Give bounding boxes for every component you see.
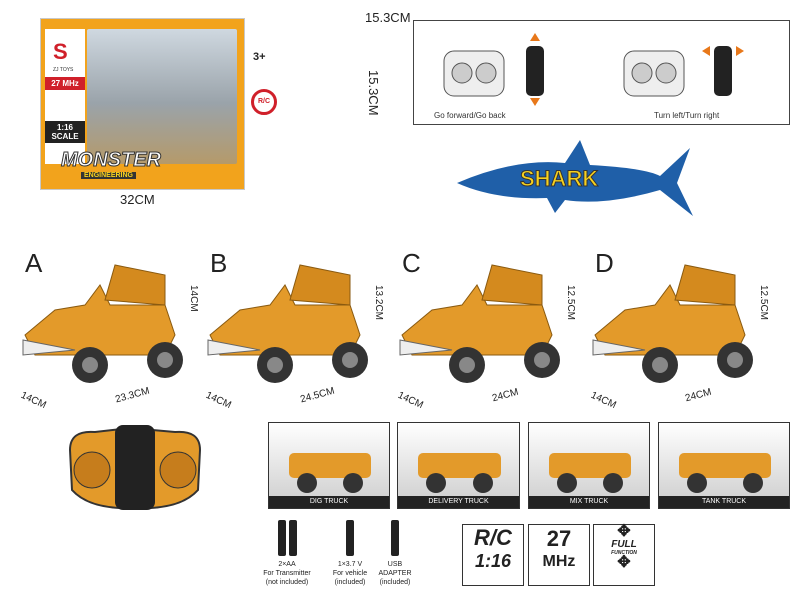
box-window-truck-image bbox=[87, 29, 237, 164]
freq-text: 27 bbox=[546, 526, 572, 551]
mode-card: DELIVERY TRUCK bbox=[397, 422, 520, 509]
mode-truck-image bbox=[418, 453, 501, 493]
turn-caption: Turn left/Turn right bbox=[654, 111, 720, 120]
age-label: 3+ bbox=[253, 51, 266, 63]
variant-height: 13.2CM bbox=[373, 285, 384, 321]
rc-badge: R/C bbox=[251, 89, 277, 115]
variant-height: 12.5CM bbox=[758, 285, 769, 321]
truck-image bbox=[22, 264, 183, 383]
box-height: 15.3CM bbox=[366, 70, 381, 116]
power-line3: (included) bbox=[334, 579, 366, 586]
remote-direction-icons bbox=[443, 33, 744, 106]
variant-height: 12.5CM bbox=[565, 285, 576, 321]
variant-letter: A bbox=[25, 248, 43, 278]
mode-truck-image bbox=[289, 453, 371, 493]
brand-name: ZJ TOYS bbox=[53, 67, 74, 73]
scale-value: 1:16 bbox=[56, 123, 73, 132]
function-text: FUNCTION bbox=[611, 550, 637, 556]
box-width: 32CM bbox=[120, 192, 155, 207]
power-line2: ADAPTER bbox=[378, 570, 412, 577]
box-subtitle: ENGINEERING bbox=[81, 172, 137, 179]
power-item: USB ADAPTER (included) bbox=[370, 520, 420, 587]
mode-card: TANK TRUCK bbox=[658, 422, 790, 509]
shark-logo: SHARK bbox=[455, 138, 695, 218]
power-line2: For vehicle bbox=[332, 570, 368, 577]
truck-image bbox=[399, 264, 560, 383]
variant-letter: D bbox=[595, 248, 614, 278]
forward-caption: Go forward/Go back bbox=[434, 111, 506, 120]
power-item: 1×3.7 V For vehicle (included) bbox=[325, 520, 375, 587]
variant-letter: C bbox=[402, 248, 421, 278]
mode-card: DIG TRUCK bbox=[268, 422, 390, 509]
power-line3: (not included) bbox=[265, 579, 309, 586]
mode-truck-image bbox=[549, 453, 631, 493]
power-line1: USB bbox=[387, 561, 403, 568]
shark-label: SHARK bbox=[519, 166, 599, 192]
power-line2: For Transmitter bbox=[263, 570, 311, 577]
truck-image bbox=[592, 264, 753, 383]
mode-label: MIX TRUCK bbox=[529, 496, 649, 508]
frequency-label: 27 MHz bbox=[45, 77, 85, 90]
rc-text: R/C bbox=[474, 525, 512, 550]
power-line1: 1×3.7 V bbox=[337, 561, 363, 568]
brand-logo: S bbox=[53, 39, 68, 64]
full-function-badge: ✥ FULL FUNCTION ✥ bbox=[593, 524, 655, 586]
power-item: 2×AA For Transmitter (not included) bbox=[262, 520, 312, 587]
usb-cable-icon bbox=[370, 520, 420, 560]
aa-battery-icon bbox=[262, 520, 312, 560]
controls-diagram: Go forward/Go back Turn left/Turn right bbox=[413, 20, 790, 125]
mode-truck-image bbox=[679, 453, 771, 493]
shark-icon bbox=[457, 140, 693, 216]
li-battery-icon bbox=[325, 520, 375, 560]
box-depth: 15.3CM bbox=[365, 10, 411, 25]
power-line1: 2×AA bbox=[278, 561, 296, 568]
mode-label: DIG TRUCK bbox=[269, 496, 389, 508]
power-line3: (included) bbox=[379, 579, 411, 586]
mode-card: MIX TRUCK bbox=[528, 422, 650, 509]
truck-image bbox=[207, 264, 368, 383]
scale-text: 1:16 bbox=[474, 551, 512, 571]
rc-scale-badge: R/C 1:16 bbox=[462, 524, 524, 586]
frequency-badge: 27 MHz bbox=[528, 524, 590, 586]
scale-caption: SCALE bbox=[51, 132, 79, 141]
mode-label: DELIVERY TRUCK bbox=[398, 496, 519, 508]
remote-controller-image bbox=[68, 425, 202, 510]
variant-height: 14CM bbox=[188, 285, 199, 312]
variant-letter: B bbox=[210, 248, 228, 278]
full-text: FULL bbox=[611, 539, 637, 550]
freq-unit: MHz bbox=[542, 553, 576, 570]
mode-label: TANK TRUCK bbox=[659, 496, 789, 508]
box-title: MONSTER bbox=[61, 149, 162, 172]
